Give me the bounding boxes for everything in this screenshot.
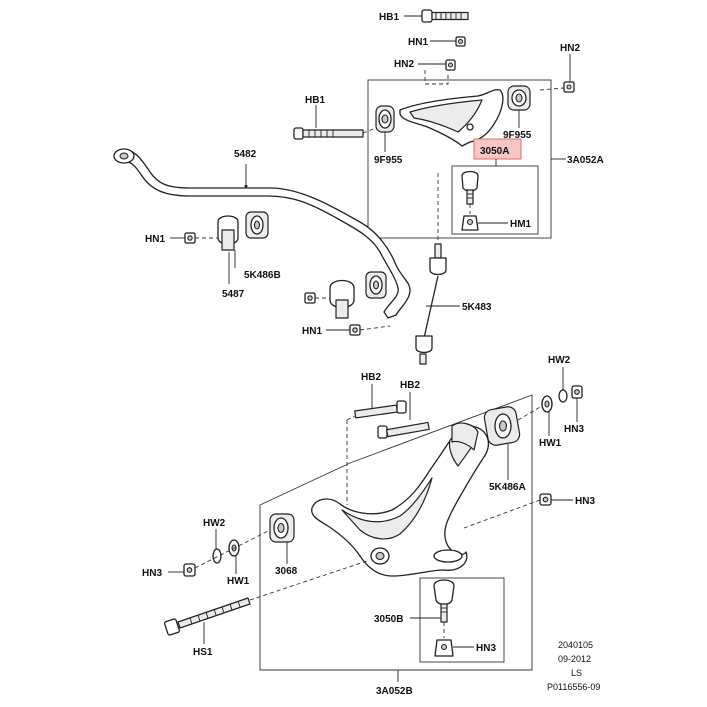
label-5482: 5482 <box>234 149 257 160</box>
label-5k483: 5K483 <box>462 302 492 313</box>
label-hw1-right: HW1 <box>539 438 562 449</box>
bolt-hb1-top <box>421 9 469 23</box>
label-hw2-top: HW2 <box>548 355 571 366</box>
label-3a052a: 3A052A <box>567 155 604 166</box>
bush-9f955-right <box>507 85 531 111</box>
bush-5k486b-right <box>365 271 387 299</box>
upper-arm-assembly <box>293 9 575 239</box>
washer-hw2-right <box>558 389 568 403</box>
label-3050b: 3050B <box>374 614 403 625</box>
bush-3068 <box>269 513 295 543</box>
stabilizer-link-5k483 <box>415 170 447 365</box>
ball-joint-upper <box>461 170 479 205</box>
label-hn3-low: HN3 <box>476 643 496 654</box>
bracket-5487-left <box>217 215 239 251</box>
label-5k486b: 5K486B <box>244 270 281 281</box>
label-hn1-mid: HN1 <box>302 326 322 337</box>
nut-hn1-top <box>455 36 466 47</box>
label-3a052b: 3A052B <box>376 686 413 697</box>
bush-9f955-left <box>375 105 395 133</box>
nut-hn3-right <box>571 385 583 399</box>
label-hw1-left: HW1 <box>227 576 250 587</box>
nut-hn3-low <box>434 639 454 657</box>
washer-hw1-right <box>541 395 553 413</box>
label-hn2-top: HN2 <box>394 59 414 70</box>
label-9f955-right: 9F955 <box>503 130 532 141</box>
bolt-hb2-b <box>377 421 430 439</box>
label-hn2-right: HN2 <box>560 43 580 54</box>
label-hn3-left: HN3 <box>142 568 162 579</box>
nut-hn1-left <box>184 232 196 244</box>
label-5487: 5487 <box>222 289 245 300</box>
bolt-hb1-left <box>293 127 364 140</box>
ball-joint-kit-box <box>451 165 539 235</box>
ball-joint-lower <box>433 579 455 623</box>
nut-hn2-right <box>563 81 575 93</box>
lower-ball-joint-box <box>419 577 505 663</box>
label-hb2-b: HB2 <box>400 380 420 391</box>
bush-5k486b-left <box>245 211 269 239</box>
highlight-3050a <box>473 138 522 160</box>
label-hw2-left: HW2 <box>203 518 226 529</box>
footer-code: 2040105 <box>558 640 593 650</box>
label-hn1-top: HN1 <box>408 37 428 48</box>
label-hn3-mid: HN3 <box>575 496 595 507</box>
footer-initials: LS <box>571 668 582 678</box>
nut-hn1-bar-right <box>304 292 316 304</box>
label-hb1-top: HB1 <box>379 12 399 23</box>
lower-control-arm <box>311 422 490 577</box>
lower-arm-assembly-box <box>259 394 533 671</box>
nut-hn3-mid <box>539 493 552 506</box>
lower-arm-assembly <box>164 367 583 682</box>
footer-ref: P0116556-09 <box>547 682 600 692</box>
footer-date: 09-2012 <box>558 654 591 664</box>
label-hb1-left: HB1 <box>305 95 325 106</box>
nut-hn1-mid <box>349 324 361 336</box>
nut-hn3-left <box>183 563 196 577</box>
stabilizer-bar-assembly <box>113 148 411 336</box>
label-3068: 3068 <box>275 566 298 577</box>
upper-control-arm <box>399 88 504 147</box>
bolt-hs1 <box>164 597 251 636</box>
bolt-hb2-a <box>354 400 407 419</box>
label-hb2-a: HB2 <box>361 372 381 383</box>
washer-hw2-left <box>212 548 222 564</box>
label-hn1-left: HN1 <box>145 234 165 245</box>
bracket-5487-right <box>329 279 355 319</box>
label-5k486a: 5K486A <box>489 482 526 493</box>
label-hn3-right: HN3 <box>564 424 584 435</box>
bush-5k486a <box>483 406 521 446</box>
label-hm1: HM1 <box>510 219 532 230</box>
label-9f955-left: 9F955 <box>374 155 403 166</box>
label-hs1: HS1 <box>193 647 213 658</box>
label-3050a: 3050A <box>480 146 509 157</box>
nut-hm1 <box>461 215 479 231</box>
nut-hn2-top <box>445 59 456 71</box>
